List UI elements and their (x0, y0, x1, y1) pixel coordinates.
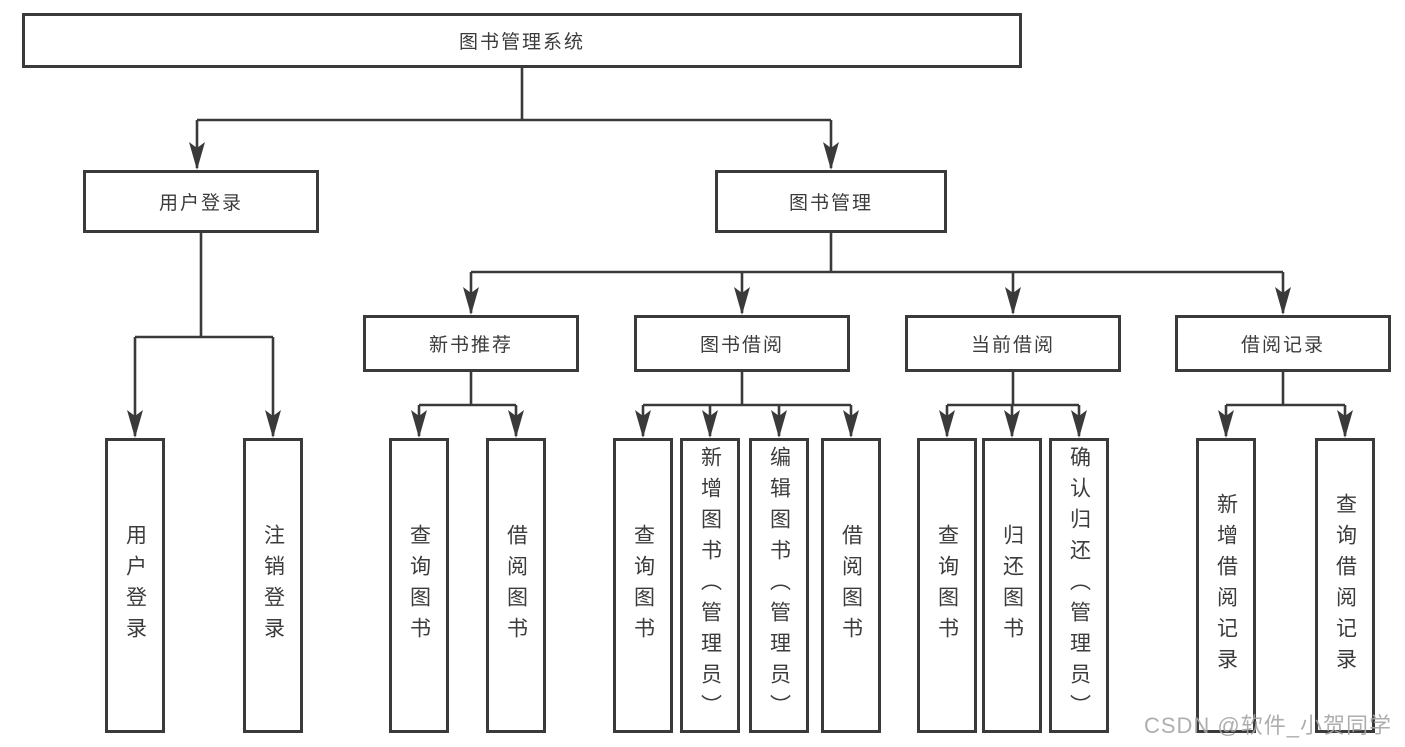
node-new-book-recommend: 新书推荐 (363, 315, 579, 372)
node-new-book-recommend-label: 新书推荐 (428, 335, 513, 356)
node-borrow-book: 借阅图书 (821, 438, 881, 733)
node-edit-book-admin-label: 编辑图书（管理员） (767, 446, 791, 725)
node-user-login-label: 用户登录 (158, 193, 243, 214)
node-borrow-records-label: 借阅记录 (1240, 335, 1325, 356)
node-book-management-label: 图书管理 (788, 193, 873, 214)
node-leaf-user-login: 用户登录 (105, 438, 165, 733)
node-current-borrow-label: 当前借阅 (970, 335, 1055, 356)
node-borrow-book-label: 借阅图书 (839, 523, 863, 648)
node-add-borrow-record-label: 新增借阅记录 (1214, 492, 1238, 679)
node-query-borrow-record: 查询借阅记录 (1315, 438, 1375, 733)
node-leaf-logout-label: 注销登录 (261, 523, 285, 648)
node-query-books-current-label: 查询图书 (935, 523, 959, 648)
node-confirm-return-admin-label: 确认归还（管理员） (1067, 446, 1091, 725)
node-add-borrow-record: 新增借阅记录 (1196, 438, 1256, 733)
node-edit-book-admin: 编辑图书（管理员） (749, 438, 809, 733)
node-query-books-recommend-label: 查询图书 (407, 523, 431, 648)
node-query-books-borrow: 查询图书 (613, 438, 673, 733)
node-borrow-books-recommend: 借阅图书 (486, 438, 546, 733)
node-return-book: 归还图书 (982, 438, 1042, 733)
node-current-borrow: 当前借阅 (905, 315, 1121, 372)
node-query-borrow-record-label: 查询借阅记录 (1333, 492, 1357, 679)
node-book-borrow: 图书借阅 (634, 315, 850, 372)
csdn-watermark: CSDN @软件_小贺同学 (1143, 713, 1392, 738)
node-query-books-current: 查询图书 (917, 438, 977, 733)
node-borrow-records: 借阅记录 (1175, 315, 1391, 372)
node-root: 图书管理系统 (22, 13, 1022, 68)
node-root-label: 图书管理系统 (458, 32, 585, 53)
node-confirm-return-admin: 确认归还（管理员） (1049, 438, 1109, 733)
node-book-management: 图书管理 (715, 170, 947, 233)
node-user-login: 用户登录 (83, 170, 319, 233)
node-query-books-borrow-label: 查询图书 (631, 523, 655, 648)
node-leaf-logout: 注销登录 (243, 438, 303, 733)
node-borrow-books-recommend-label: 借阅图书 (504, 523, 528, 648)
node-book-borrow-label: 图书借阅 (699, 335, 784, 356)
node-return-book-label: 归还图书 (1000, 523, 1024, 648)
node-leaf-user-login-label: 用户登录 (123, 523, 147, 648)
node-query-books-recommend: 查询图书 (389, 438, 449, 733)
node-add-book-admin-label: 新增图书（管理员） (698, 446, 722, 725)
node-add-book-admin: 新增图书（管理员） (680, 438, 740, 733)
